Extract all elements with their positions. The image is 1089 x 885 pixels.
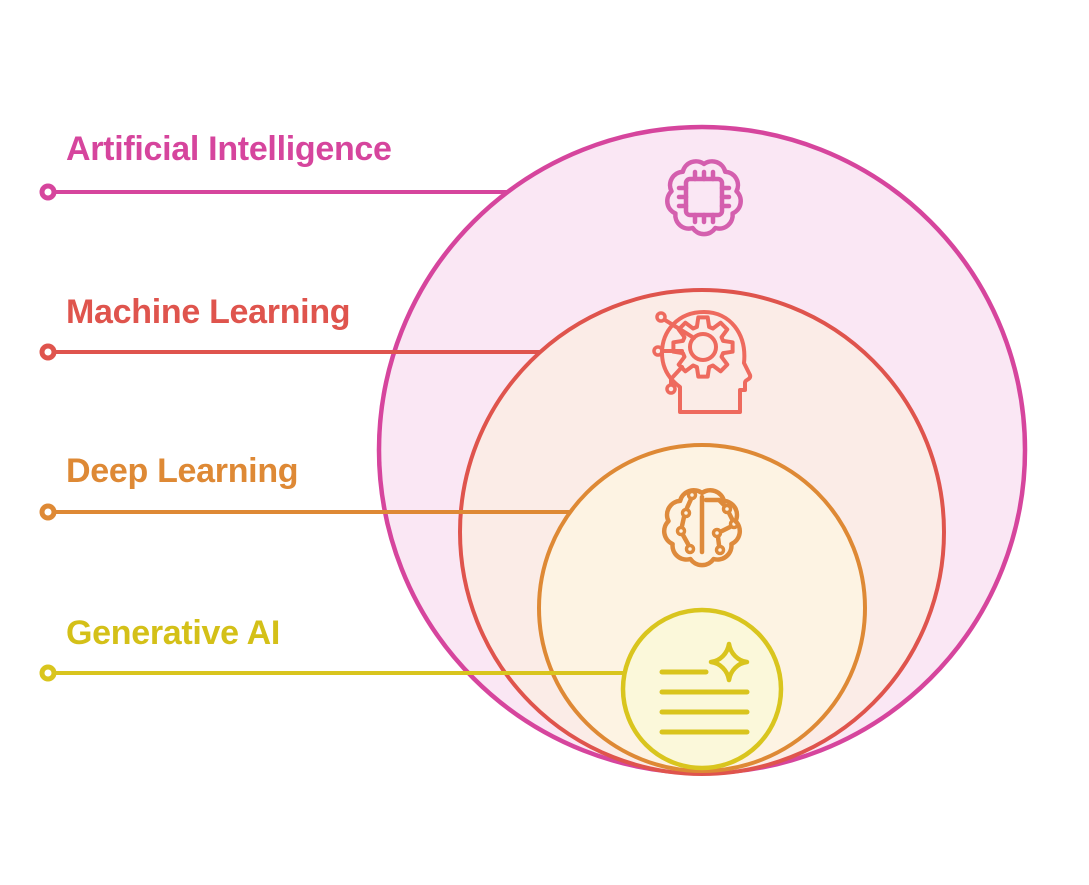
label-deep-learning: Deep Learning [66, 452, 299, 490]
brain-chip-icon [665, 159, 743, 237]
label-machine-learning: Machine Learning [66, 293, 351, 331]
head-gear-icon [652, 310, 753, 414]
dl-leader-dot [39, 503, 57, 521]
brain-circuit-icon [662, 488, 742, 568]
genai-leader-dot [39, 664, 57, 682]
ml-leader-dot [39, 343, 57, 361]
generative-ai-circle [620, 607, 784, 771]
sparkle-icon [708, 641, 750, 683]
label-generative-ai: Generative AI [66, 614, 281, 652]
text-sparkle-icon [659, 641, 750, 735]
label-artificial-intelligence: Artificial Intelligence [66, 130, 392, 168]
ai-leader-dot [39, 183, 57, 201]
